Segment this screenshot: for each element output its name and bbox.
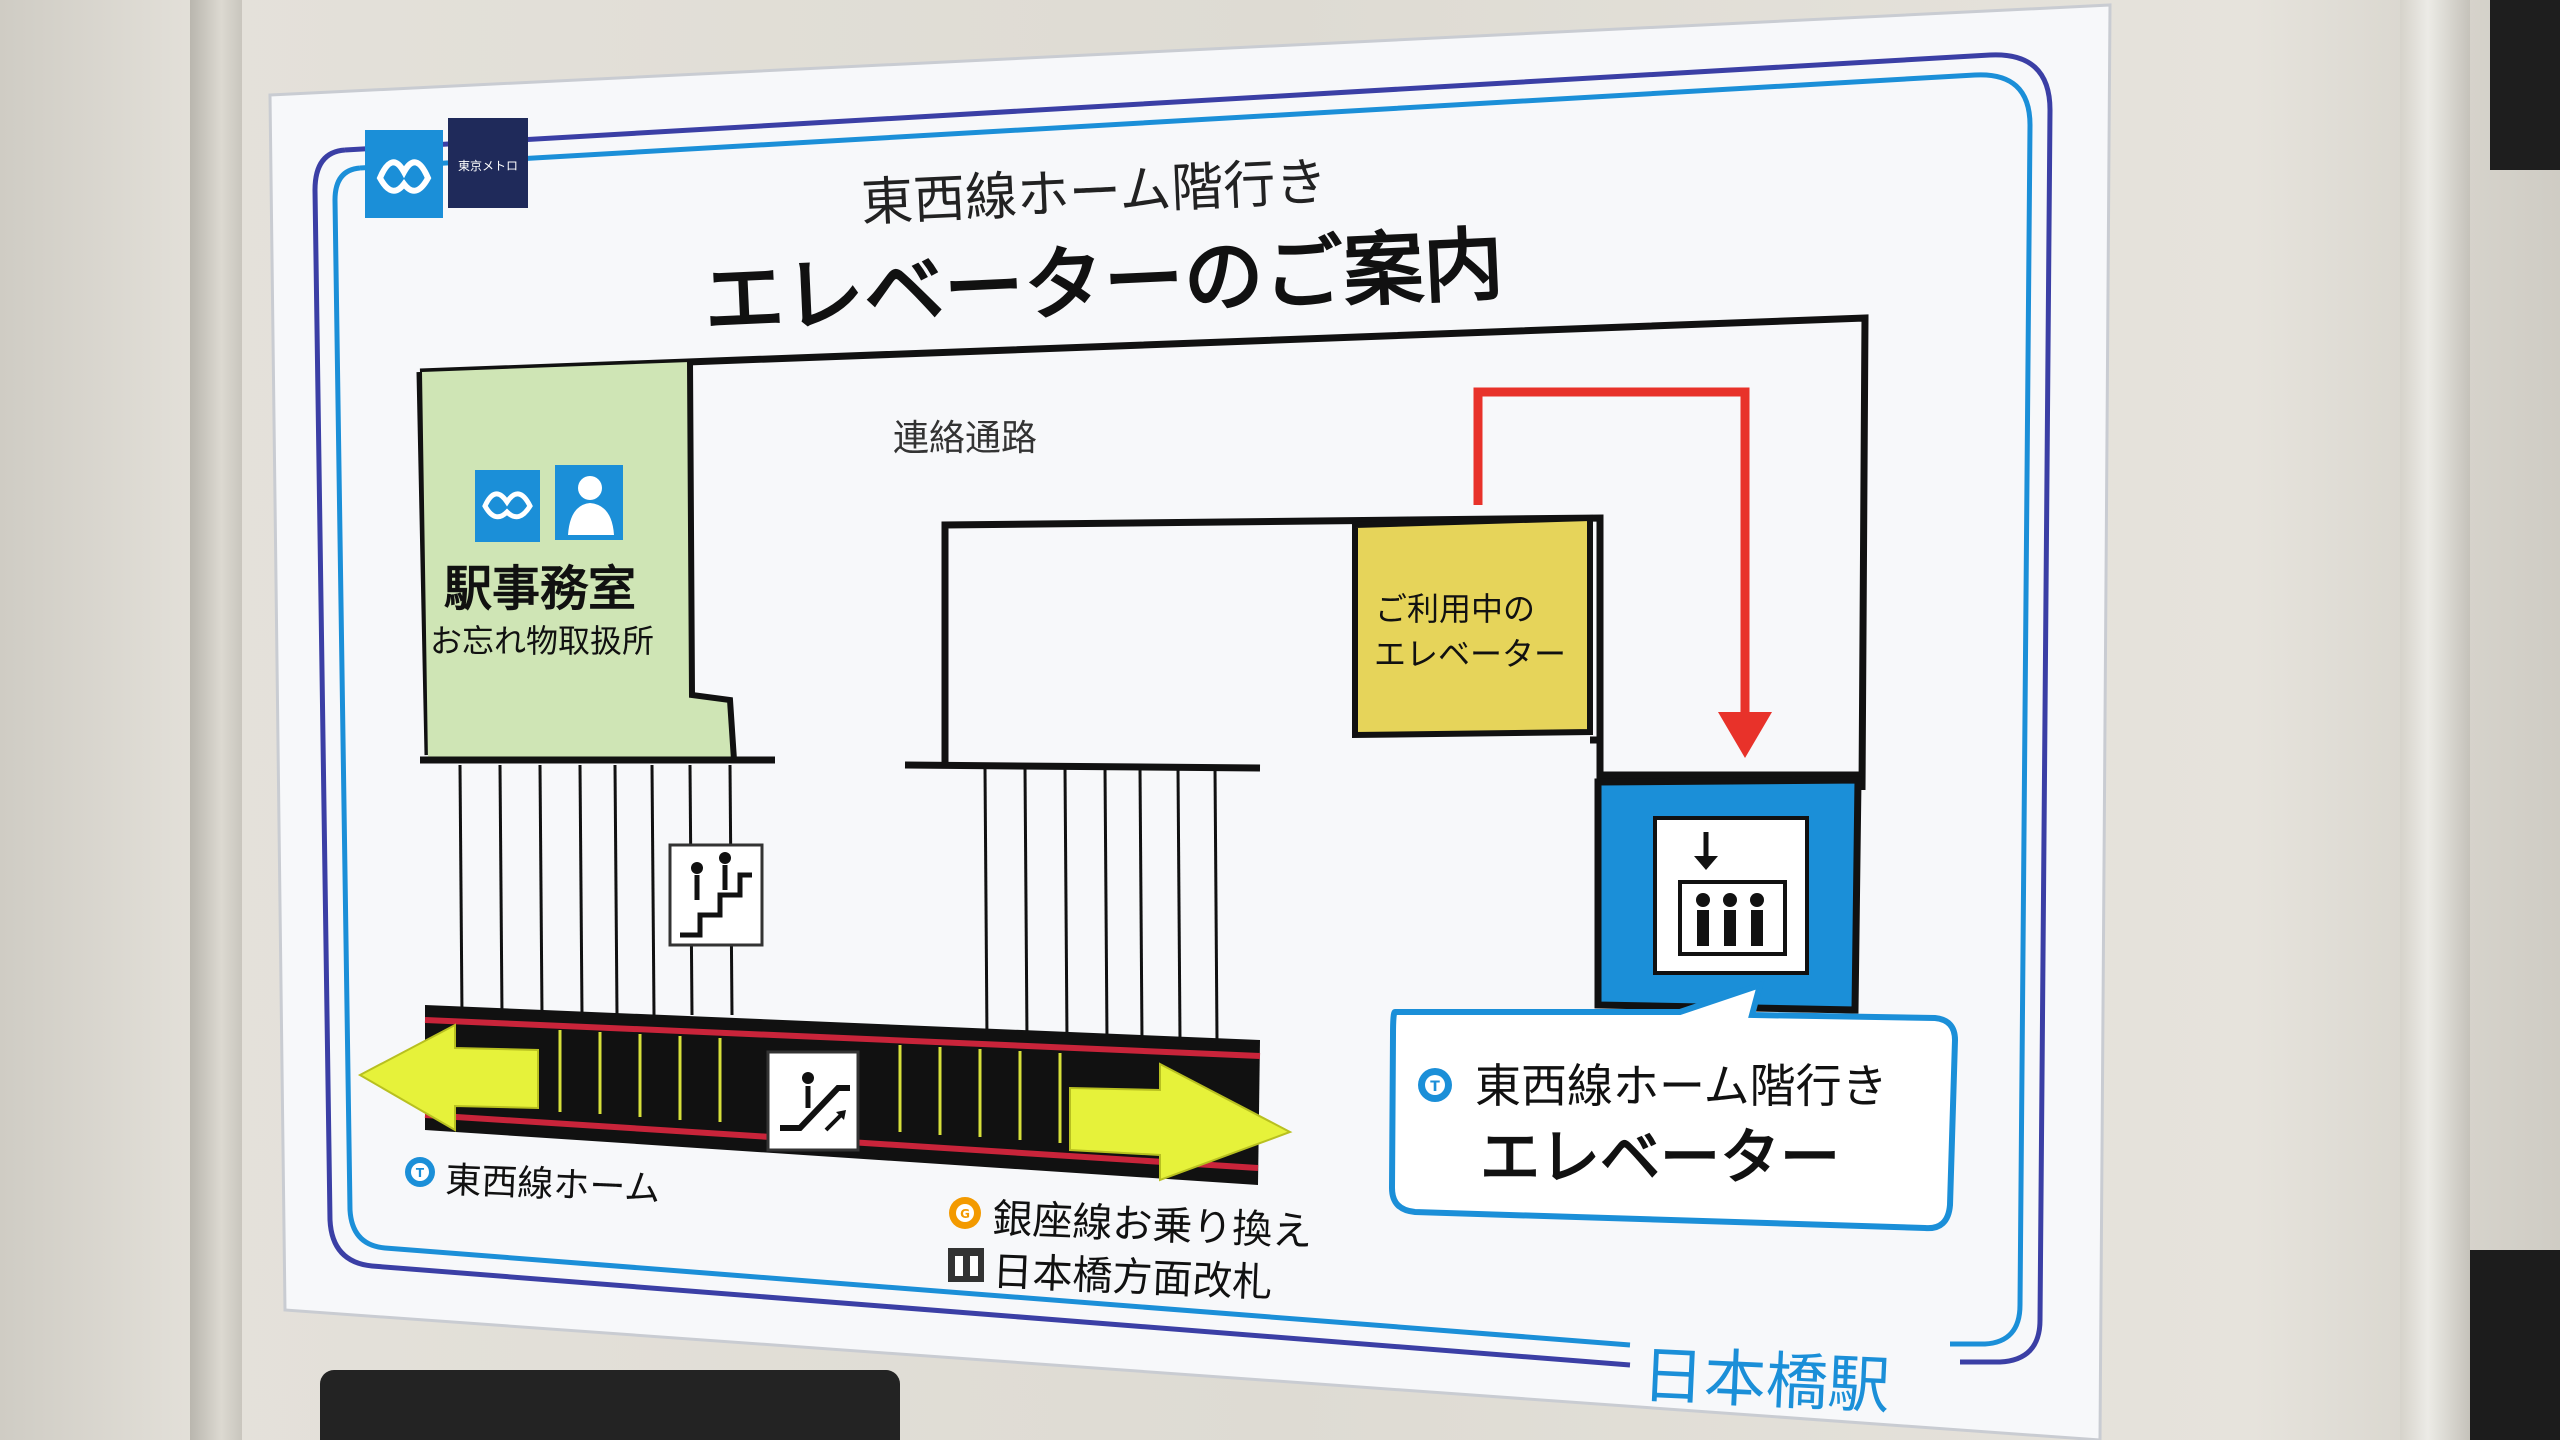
callout-line2: エレベーター [1480, 1123, 1840, 1193]
dark-panel-top-right [2490, 0, 2560, 170]
sign-border-outer [344, 52, 2053, 1365]
tozai-badge-letter-small: T [416, 1166, 425, 1180]
elevator-callout: T 東西線ホーム階行き エレベーター [1388, 980, 1959, 1232]
occupied-elevator-line1: ご利用中の [1375, 590, 1535, 628]
dark-panel-bottom [320, 1370, 900, 1440]
tozai-line-badge-letter: T [1430, 1079, 1440, 1095]
tozai-platform-label: 東西線ホーム [445, 1160, 661, 1210]
station-office-label: 駅事務室 [444, 561, 636, 617]
arrow-left-icon [357, 1023, 539, 1132]
arrow-right-icon [1069, 1062, 1293, 1182]
sign-border-inner [359, 72, 2033, 1347]
floor-map: 駅事務室 お忘れ物取扱所 連絡通路 ご利用中の エレベーター [357, 314, 1959, 1307]
route-arrow [1473, 387, 1772, 758]
dark-panel-bottom-right [2470, 1250, 2560, 1440]
occupied-elevator-line2: エレベーター [1374, 635, 1566, 673]
wall-frame-left [190, 0, 242, 1440]
ticket-gate-icon [948, 1248, 984, 1282]
lost-and-found-label: お忘れ物取扱所 [430, 622, 654, 660]
stairs-icon [668, 843, 764, 947]
station-staff-icon [555, 465, 623, 540]
elevator-icon [1653, 816, 1809, 975]
station-name: 日本橋駅 [1640, 1338, 1891, 1422]
metro-logo-icon [475, 470, 540, 542]
corridor-label: 連絡通路 [893, 418, 1037, 459]
station-office-area [422, 362, 734, 762]
wall-frame-right [2400, 0, 2470, 1440]
escalator-icon [766, 1050, 860, 1152]
ginza-badge-letter: G [960, 1207, 970, 1221]
callout-line1: 東西線ホーム階行き [1475, 1059, 1888, 1113]
occupied-elevator-box [1355, 518, 1590, 735]
metro-logo-icon [365, 130, 443, 218]
metro-brand-box: 東京メトロ [448, 118, 528, 208]
stairs-area [458, 764, 1219, 1041]
metro-brand-text: 東京メトロ [458, 159, 518, 173]
